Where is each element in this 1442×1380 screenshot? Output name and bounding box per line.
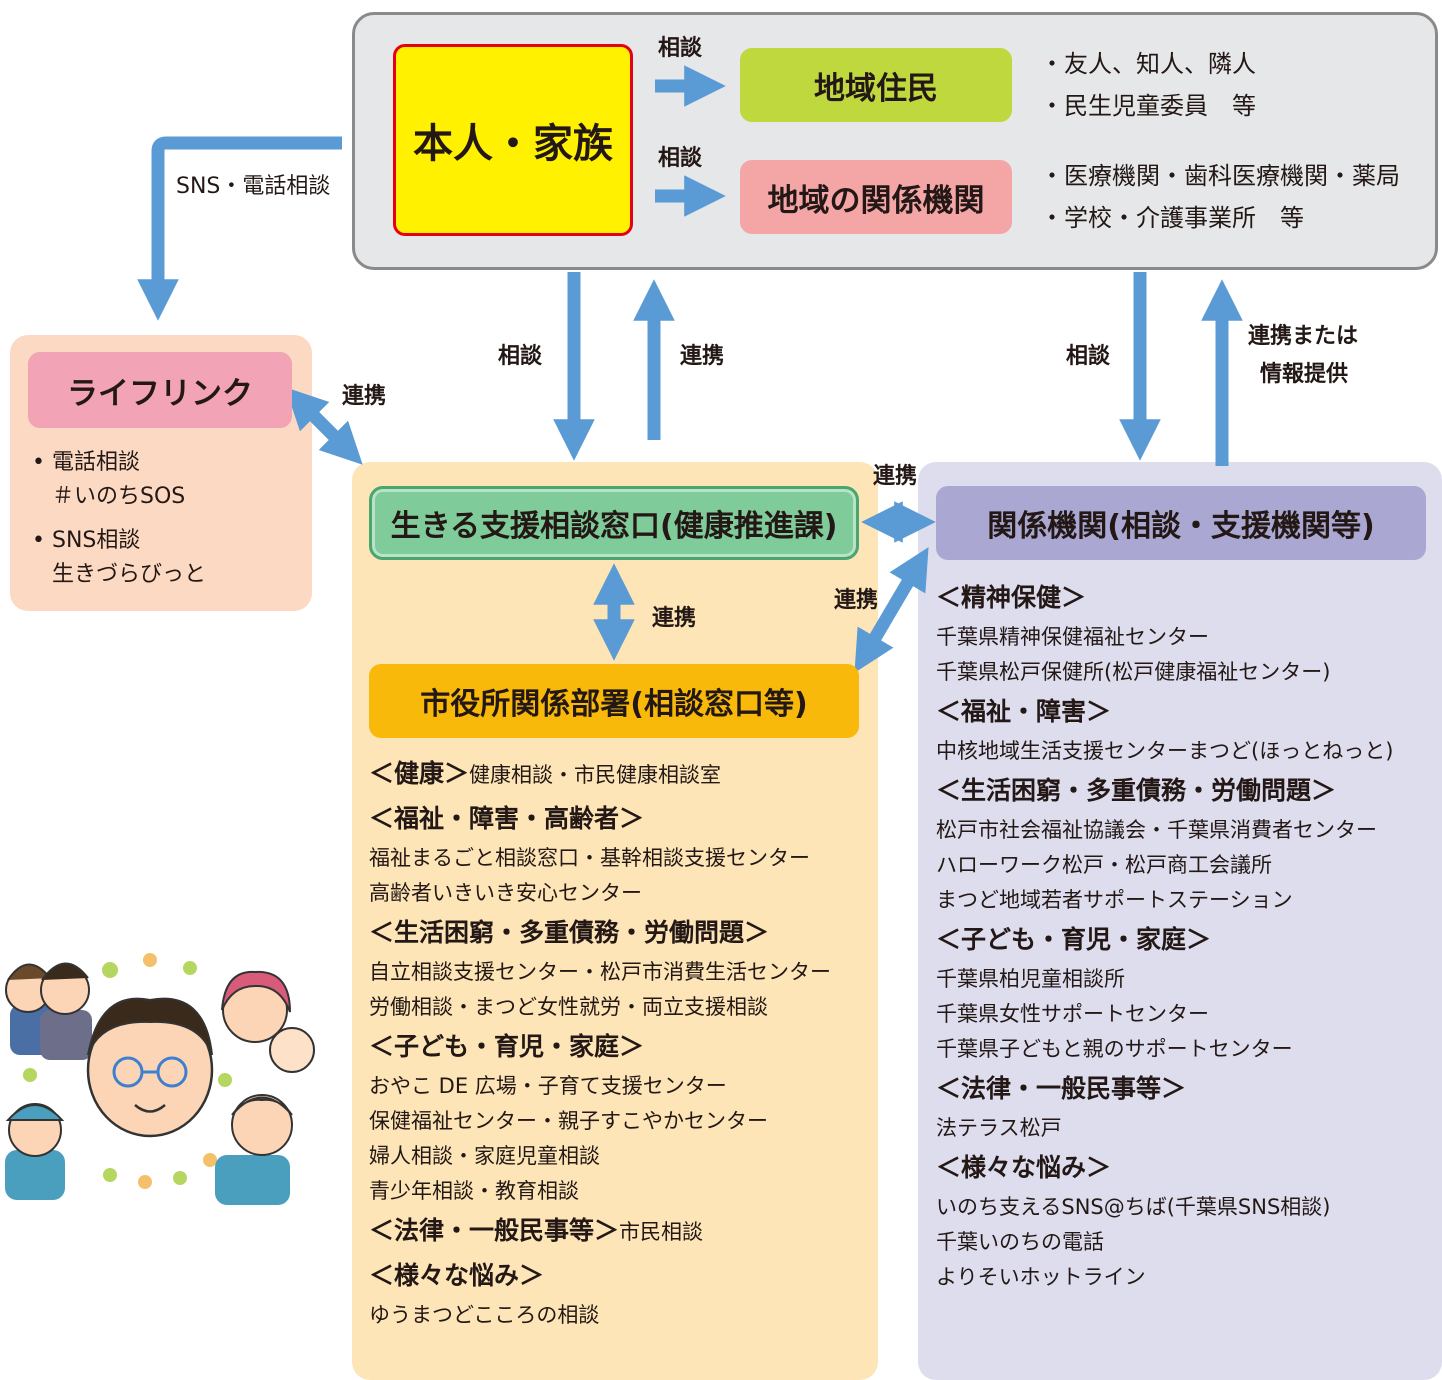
list-item-line: SNS相談	[52, 528, 141, 553]
chiiki-kankei-notes: ・医療機関・歯科医療機関・薬局 ・学校・介護事業所 等	[1040, 155, 1400, 239]
kankeikikan-box: 関係機関(相談・支援機関等)	[936, 486, 1426, 560]
vertical-renkei-label: 連携	[652, 606, 697, 631]
note-line: ・医療機関・歯科医療機関・薬局	[1040, 162, 1400, 190]
list-item: 千葉いのちの電話	[936, 1230, 1104, 1254]
right-renkei-label-1: 連携または	[1248, 324, 1359, 349]
arrow-sns-to-lifelink	[137, 136, 342, 321]
list-item-line: ＃いのちSOS	[52, 484, 186, 509]
right-sodan-label: 相談	[1066, 344, 1111, 369]
lifelink-box: ライフリンク	[28, 352, 292, 428]
chiiki-jumin-box: 地域住民	[740, 48, 1012, 122]
bullet: •	[32, 528, 45, 553]
list-item: 千葉県女性サポートセンター	[936, 1002, 1209, 1026]
category-label: ＜健康＞	[369, 759, 470, 788]
category-heading: ＜精神保健＞	[936, 583, 1087, 612]
list-item: おやこ DE 広場・子育て支援センター	[369, 1074, 727, 1098]
category-heading: ＜様々な悩み＞	[369, 1261, 545, 1290]
category-inline: 健康相談・市民健康相談室	[469, 763, 722, 787]
list-item: よりそいホットライン	[936, 1265, 1146, 1289]
category-heading: ＜法律・一般民事等＞	[936, 1074, 1187, 1103]
chiiki-kankei-box: 地域の関係機関	[740, 160, 1012, 234]
category-heading: ＜健康＞健康相談・市民健康相談室	[369, 752, 831, 797]
shiyakusho-box: 市役所関係部署(相談窓口等)	[369, 664, 859, 738]
ikiru-shien-box: 生きる支援相談窓口(健康推進課)	[369, 486, 859, 560]
category-label: ＜法律・一般民事等＞	[369, 1216, 620, 1245]
list-item: 婦人相談・家庭児童相談	[369, 1144, 600, 1168]
mid-renkei-bottom-label: 連携	[834, 588, 879, 613]
list-item: 千葉県子どもと親のサポートセンター	[936, 1037, 1293, 1061]
list-item: 中核地域生活支援センターまつど(ほっとねっと)	[936, 739, 1394, 763]
man-left-cap	[5, 1103, 65, 1200]
center-sodan-label: 相談	[498, 344, 543, 369]
center-renkei-label: 連携	[680, 344, 725, 369]
man-right-bottom	[215, 1094, 293, 1205]
list-item: 千葉県精神保健福祉センター	[936, 625, 1209, 649]
category-heading: ＜生活困窮・多重債務・労働問題＞	[369, 918, 770, 947]
list-item-line: 電話相談	[52, 450, 141, 475]
category-heading: ＜子ども・育児・家庭＞	[936, 925, 1212, 954]
arrow-mid-renkei-diagonal	[854, 547, 929, 673]
man-center-glasses	[86, 997, 214, 1138]
people-group-illustration	[5, 953, 315, 1205]
list-item: ゆうまつどこころの相談	[369, 1303, 600, 1327]
list-item: ハローワーク松戸・松戸商工会議所	[936, 853, 1272, 877]
list-item: 保健福祉センター・親子すこやかセンター	[369, 1109, 768, 1133]
list-item: 法テラス松戸	[936, 1116, 1062, 1140]
chiiki-jumin-notes: ・友人、知人、隣人 ・民生児童委員 等	[1040, 43, 1256, 127]
note-line: ・民生児童委員 等	[1040, 92, 1256, 120]
list-item: 青少年相談・教育相談	[369, 1179, 579, 1203]
list-item: 千葉県柏児童相談所	[936, 967, 1125, 991]
honin-kazoku-box: 本人・家族	[393, 44, 633, 236]
list-item: 福祉まるごと相談窓口・基幹相談支援センター	[369, 846, 810, 870]
category-heading: ＜福祉・障害＞	[936, 697, 1112, 726]
kankeikikan-list: ＜精神保健＞ 千葉県精神保健福祉センター 千葉県松戸保健所(松戸健康福祉センター…	[936, 576, 1393, 1295]
list-item: 千葉県松戸保健所(松戸健康福祉センター)	[936, 660, 1331, 684]
category-heading: ＜法律・一般民事等＞市民相談	[369, 1209, 831, 1254]
man-left-second	[40, 962, 92, 1060]
list-item-line: 生きづらびっと	[52, 562, 207, 587]
lifelink-list: • 電話相談 ＃いのちSOS • SNS相談 生きづらびっと	[32, 446, 206, 592]
list-item: 高齢者いきいき安心センター	[369, 881, 642, 905]
arrow-lifelink-renkei	[285, 387, 363, 465]
shiyakusho-list: ＜健康＞健康相談・市民健康相談室 ＜福祉・障害・高齢者＞ 福祉まるごと相談窓口・…	[369, 752, 831, 1333]
category-heading: ＜様々な悩み＞	[936, 1153, 1112, 1182]
category-heading: ＜生活困窮・多重債務・労働問題＞	[936, 776, 1337, 805]
category-heading: ＜子ども・育児・家庭＞	[369, 1032, 645, 1061]
list-item: 労働相談・まつど女性就労・両立支援相談	[369, 995, 768, 1019]
list-item: いのち支えるSNS@ちば(千葉県SNS相談)	[936, 1195, 1331, 1219]
category-heading: ＜福祉・障害・高齢者＞	[369, 804, 645, 833]
consult-label-1: 相談	[658, 36, 703, 61]
woman-right-top	[221, 970, 315, 1073]
note-line: ・学校・介護事業所 等	[1040, 204, 1304, 232]
mid-renkei-top-label: 連携	[873, 464, 918, 489]
list-item: 自立相談支援センター・松戸市消費生活センター	[369, 960, 831, 984]
list-item: • SNS相談 生きづらびっと	[32, 524, 206, 592]
category-inline: 市民相談	[619, 1220, 704, 1244]
list-item: • 電話相談 ＃いのちSOS	[32, 446, 206, 514]
note-line: ・友人、知人、隣人	[1040, 50, 1256, 78]
list-item: まつど地域若者サポートステーション	[936, 888, 1293, 912]
sns-label: SNS・電話相談	[176, 174, 331, 199]
consult-label-2: 相談	[658, 146, 703, 171]
related-organizations-panel	[918, 462, 1442, 1380]
right-renkei-label-2: 情報提供	[1260, 362, 1349, 387]
list-item: 松戸市社会福祉協議会・千葉県消費者センター	[936, 818, 1377, 842]
bullet: •	[32, 450, 45, 475]
lifelink-renkei-label: 連携	[342, 384, 387, 409]
